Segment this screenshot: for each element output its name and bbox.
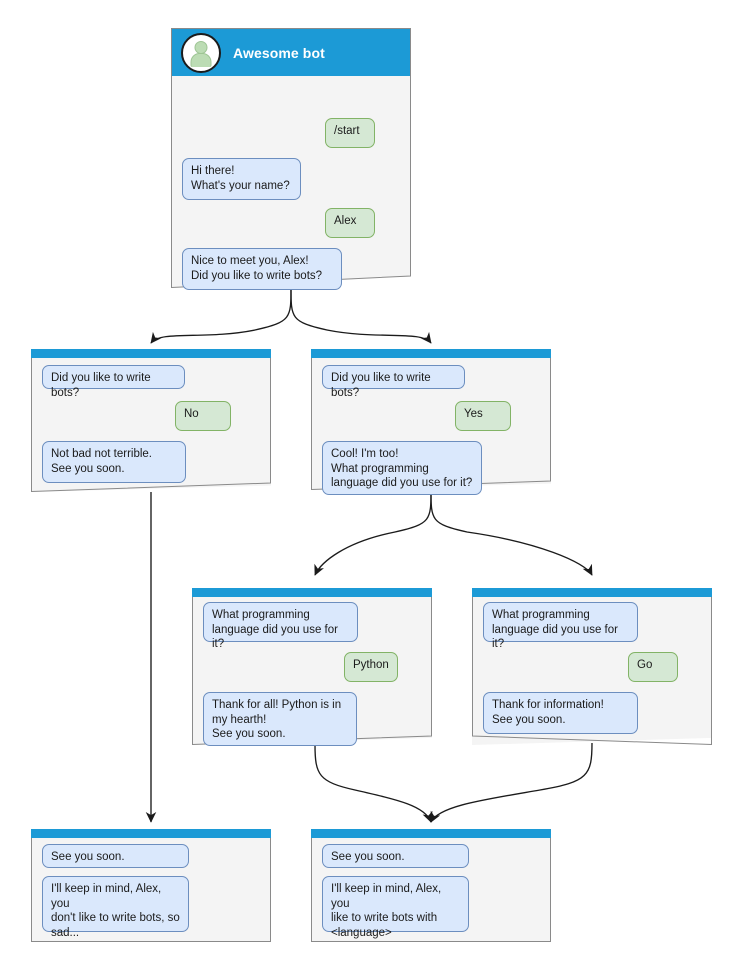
message-bubble-user: /start [325, 118, 375, 148]
edge-yes-to-python [314, 489, 432, 576]
node-no-branch-titlebar [31, 349, 271, 358]
edge-root-to-yes [290, 287, 432, 344]
message-bubble-user: No [175, 401, 231, 431]
node-go-branch[interactable]: What programming language did you use fo… [472, 588, 712, 745]
message-bubble-user: Yes [455, 401, 511, 431]
message-bubble-user: Alex [325, 208, 375, 238]
node-python-branch[interactable]: What programming language did you use fo… [192, 588, 432, 746]
message-bubble-bot: Thank for all! Python is in my hearth! S… [203, 692, 357, 746]
message-bubble-bot: I'll keep in mind, Alex, you don't like … [42, 876, 189, 939]
node-yes-branch-titlebar [311, 349, 551, 358]
user-avatar-icon [181, 32, 221, 73]
bot-name-label: Awesome bot [233, 44, 325, 61]
node-no-branch[interactable]: Did you like to write bots? No Not bad n… [31, 349, 271, 492]
edge-go-to-end [430, 742, 593, 823]
edge-python-to-end [314, 744, 433, 823]
message-bubble-bot: What programming language did you use fo… [483, 602, 638, 650]
edge-yes-to-go [430, 489, 593, 576]
message-bubble-user: Go [628, 652, 678, 682]
message-bubble-bot: Did you like to write bots? [322, 365, 465, 399]
node-root[interactable]: Awesome bot /start Hi there! What's your… [171, 28, 411, 290]
message-bubble-bot: I'll keep in mind, Alex, you like to wri… [322, 876, 469, 939]
message-bubble-bot: Hi there! What's your name? [182, 158, 301, 200]
node-python-branch-titlebar [192, 588, 432, 597]
message-bubble-bot: Nice to meet you, Alex! Did you like to … [182, 248, 342, 290]
node-end-no[interactable]: See you soon. I'll keep in mind, Alex, y… [31, 829, 271, 942]
edge-root-to-no [150, 287, 292, 344]
message-bubble-bot: Thank for information! See you soon. [483, 692, 638, 734]
node-root-titlebar: Awesome bot [171, 28, 411, 76]
message-bubble-bot: Cool! I'm too! What programming language… [322, 441, 482, 495]
node-end-no-titlebar [31, 829, 271, 838]
message-bubble-user: Python [344, 652, 398, 682]
message-bubble-bot: What programming language did you use fo… [203, 602, 358, 650]
message-bubble-bot: Did you like to write bots? [42, 365, 185, 399]
node-go-branch-titlebar [472, 588, 712, 597]
message-bubble-bot: See you soon. [42, 844, 189, 868]
node-end-yes[interactable]: See you soon. I'll keep in mind, Alex, y… [311, 829, 551, 942]
node-yes-branch[interactable]: Did you like to write bots? Yes Cool! I'… [311, 349, 551, 495]
message-bubble-bot: See you soon. [322, 844, 469, 868]
message-bubble-bot: Not bad not terrible. See you soon. [42, 441, 186, 483]
node-end-yes-titlebar [311, 829, 551, 838]
